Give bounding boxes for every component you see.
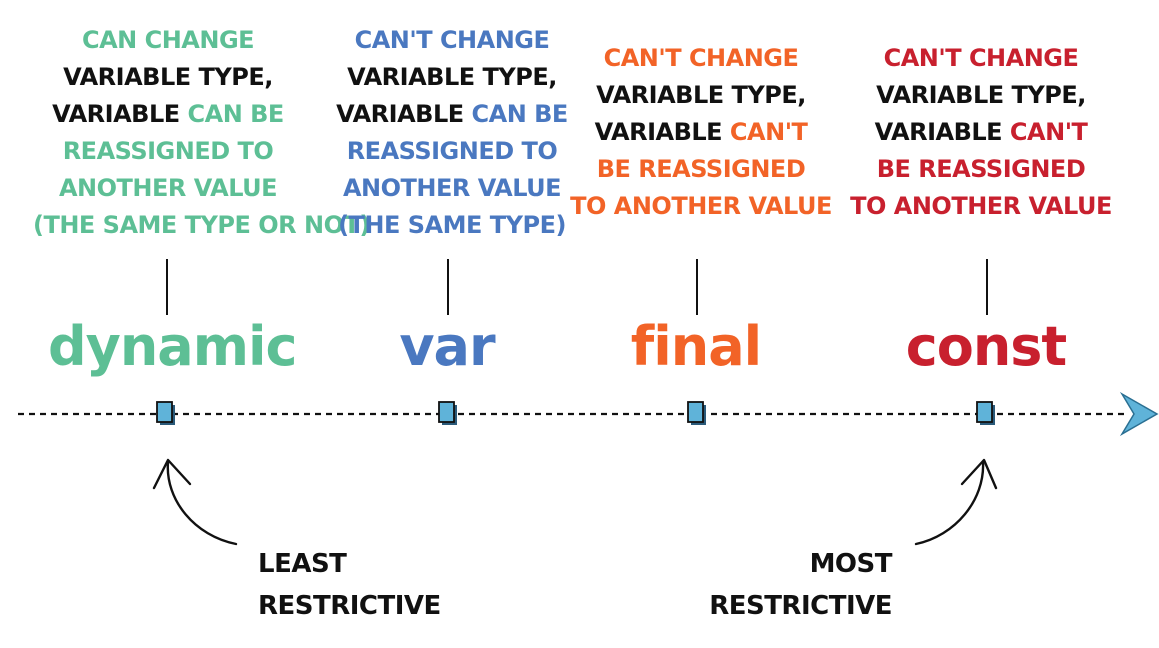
const-connector [986,259,988,315]
highlight-text: to another value [850,192,1112,220]
most-label-line2: restrictive [709,591,892,621]
var-desc-line: another value [317,170,587,207]
dynamic-desc-line: reassigned to [33,133,303,170]
var-desc-line: variable can be [317,96,587,133]
most-arrow-icon [914,460,985,546]
const-desc-line: to another value [846,188,1116,225]
final-connector [696,259,698,315]
plain-text: variable type, [347,63,557,91]
keyword-dynamic: dynamic [48,315,298,378]
var-connector [447,259,449,315]
dynamic-description: Can change variable type, variable can be r… [33,22,370,244]
most-restrictive-label: Most restrictive [700,543,892,627]
highlight-text: reassigned to [346,137,558,165]
plain-text: variable [594,118,730,146]
final-description: Can't change variable type, variable can't… [566,40,836,225]
marker-final [687,401,706,425]
highlight-text: can be [187,100,285,128]
marker-dynamic [156,401,175,425]
least-label-line1: Least [258,549,347,579]
highlight-text: be reassigned [876,155,1086,183]
highlight-text: Can't change [883,44,1079,72]
restriction-timeline [18,391,1159,437]
least-restrictive-label: Least restrictive [258,543,441,627]
marker-const [976,401,995,425]
highlight-text: (the same type or not) [33,211,370,239]
highlight-text: to another value [570,192,832,220]
highlight-text: (the same type) [338,211,566,239]
highlight-text: another value [58,174,278,202]
dynamic-connector [166,259,168,315]
highlight-text: can't [1009,118,1088,146]
var-desc-line: reassigned to [317,133,587,170]
var-description: Can't change variable type, variable can b… [317,22,587,244]
highlight-text: can't [729,118,808,146]
highlight-text: Can change [81,26,255,54]
const-desc-line: variable can't [846,114,1116,151]
const-description: Can't change variable type, variable can't… [846,40,1116,225]
highlight-text: reassigned to [62,137,274,165]
plain-text: variable [52,100,188,128]
timeline-arrowhead-icon [1119,391,1159,437]
var-desc-line: (the same type) [317,207,587,244]
final-desc-line: to another value [566,188,836,225]
dynamic-desc-line: (the same type or not) [33,207,370,244]
keyword-var: var [399,315,495,378]
least-arrow-icon [166,460,238,546]
dynamic-desc-line: Can change [33,22,303,59]
most-label-line1: Most [809,549,893,579]
const-desc-line: be reassigned [846,151,1116,188]
plain-text: variable type, [876,81,1086,109]
const-desc-line: Can't change [846,40,1116,77]
keyword-final: final [630,315,762,378]
plain-text: variable [874,118,1010,146]
most-arrowhead-icon [960,458,998,490]
final-desc-line: variable can't [566,114,836,151]
dynamic-desc-line: variable type, [33,59,303,96]
plain-text: variable type, [63,63,273,91]
least-arrowhead-icon [152,458,192,490]
highlight-text: can be [471,100,569,128]
final-desc-line: be reassigned [566,151,836,188]
highlight-text: Can't change [603,44,799,72]
pointer-arrows [152,458,998,546]
plain-text: variable [336,100,472,128]
var-desc-line: Can't change [317,22,587,59]
const-desc-line: variable type, [846,77,1116,114]
least-label-line2: restrictive [258,591,441,621]
highlight-text: Can't change [354,26,550,54]
final-desc-line: Can't change [566,40,836,77]
final-desc-line: variable type, [566,77,836,114]
dynamic-desc-line: variable can be [33,96,303,133]
var-desc-line: variable type, [317,59,587,96]
plain-text: variable type, [596,81,806,109]
highlight-text: be reassigned [596,155,806,183]
dynamic-desc-line: another value [33,170,303,207]
marker-var [438,401,457,425]
highlight-text: another value [342,174,562,202]
keyword-const: const [905,315,1068,378]
